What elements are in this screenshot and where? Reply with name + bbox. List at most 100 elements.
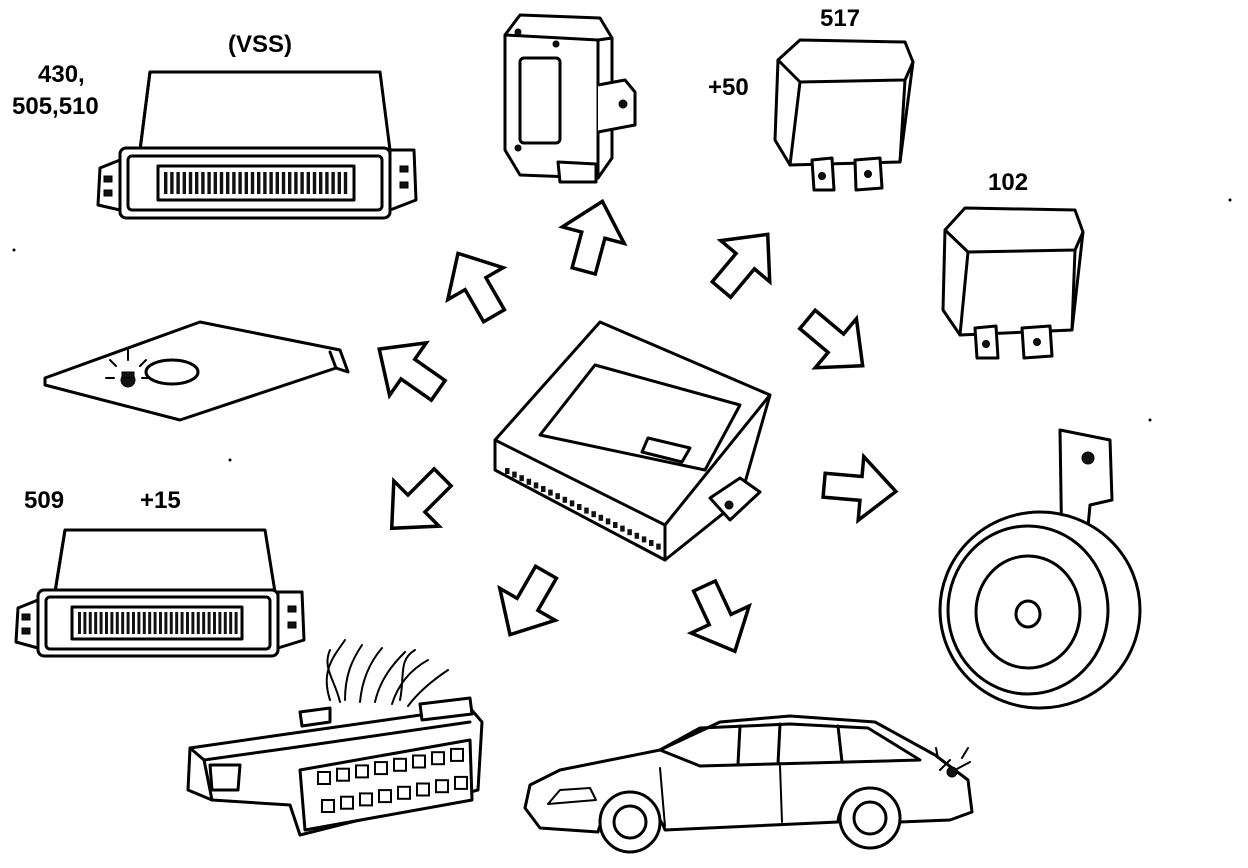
module-pin bbox=[555, 493, 560, 500]
obd-pin bbox=[336, 767, 350, 782]
connector-pin bbox=[182, 172, 187, 194]
ecu-509-terminal: +15 bbox=[140, 487, 181, 514]
relay-517-number: 517 bbox=[820, 5, 860, 32]
connector-pin bbox=[244, 172, 249, 194]
connector-pin bbox=[115, 612, 119, 634]
connector-pin bbox=[337, 172, 342, 194]
connector-pin bbox=[153, 612, 157, 634]
ecu-top-signal-label: (VSS) bbox=[228, 31, 292, 58]
connector-pin bbox=[263, 172, 267, 194]
obd-pin bbox=[454, 775, 468, 790]
module-pin bbox=[533, 482, 539, 489]
connector-pin bbox=[306, 172, 311, 194]
module-pin bbox=[649, 540, 654, 546]
arrow-icon bbox=[445, 251, 508, 325]
obd-pin bbox=[355, 764, 369, 779]
connector-pin bbox=[180, 612, 184, 634]
relay-517-terminal: +50 bbox=[708, 74, 749, 101]
module-pin bbox=[591, 511, 596, 518]
connector-pin bbox=[343, 172, 348, 194]
connector-pin bbox=[126, 612, 130, 634]
module-pin bbox=[541, 486, 546, 492]
connector-pin bbox=[325, 172, 329, 194]
obd-pin bbox=[393, 757, 407, 772]
obd-pin bbox=[359, 792, 373, 807]
obd-pin bbox=[340, 795, 354, 810]
module-pin bbox=[526, 478, 532, 485]
connector-pin bbox=[229, 612, 233, 634]
warning-lamp-panel-icon bbox=[43, 320, 350, 422]
relay-517-icon bbox=[773, 38, 915, 192]
module-pin bbox=[627, 529, 632, 536]
connector-pin bbox=[218, 612, 222, 634]
connector-pin bbox=[207, 612, 211, 634]
connector-pin bbox=[331, 172, 335, 194]
module-pin bbox=[641, 536, 647, 543]
connector-pin bbox=[99, 612, 103, 634]
connector-pin bbox=[137, 612, 141, 634]
connector-pin bbox=[288, 172, 292, 194]
connector-pin bbox=[275, 172, 280, 194]
obd-pin bbox=[317, 771, 331, 785]
obd-pin bbox=[374, 761, 388, 776]
connector-pin bbox=[250, 172, 255, 194]
connector-pin bbox=[196, 612, 200, 634]
connector-pin bbox=[281, 172, 286, 194]
relay-102-icon bbox=[941, 206, 1085, 360]
connector-pin bbox=[142, 612, 146, 634]
connector-pin bbox=[164, 612, 168, 634]
arrow-icon bbox=[686, 578, 752, 654]
obd-pin bbox=[412, 754, 426, 769]
central-control-module-icon bbox=[493, 320, 772, 562]
obd-pin bbox=[450, 747, 464, 762]
connector-pin bbox=[312, 172, 317, 194]
connector-pin bbox=[164, 172, 168, 194]
arrow-icon bbox=[558, 198, 628, 277]
connector-pin bbox=[176, 172, 180, 194]
module-pin bbox=[598, 514, 604, 521]
horn-icon bbox=[938, 428, 1142, 710]
module-pin bbox=[584, 507, 589, 514]
ecu-509-code: 509 bbox=[24, 487, 64, 514]
connector-pin bbox=[223, 612, 227, 634]
module-pin bbox=[634, 532, 640, 539]
connector-pin bbox=[319, 172, 323, 194]
module-pin bbox=[620, 525, 625, 532]
connector-pin bbox=[213, 612, 216, 634]
connector-pin bbox=[186, 612, 189, 634]
module-pin bbox=[548, 489, 553, 496]
arrow-icon bbox=[709, 232, 772, 300]
diagnostic-connector-icon bbox=[186, 639, 484, 837]
module-pin bbox=[613, 522, 618, 528]
obd-pin bbox=[435, 779, 449, 794]
connector-pin bbox=[213, 172, 218, 194]
connector-pin bbox=[88, 612, 92, 634]
arrow-icon bbox=[797, 307, 865, 370]
control-unit-bracket-icon bbox=[503, 13, 637, 184]
connector-pin bbox=[132, 612, 135, 634]
connector-pin bbox=[94, 612, 98, 634]
connector-pin bbox=[294, 172, 298, 194]
arrow-icon bbox=[389, 466, 454, 531]
connector-pin bbox=[148, 612, 152, 634]
connector-pin bbox=[269, 172, 273, 194]
connector-pin bbox=[169, 612, 173, 634]
connector-pin bbox=[188, 172, 193, 194]
connector-pin bbox=[105, 612, 108, 634]
connector-pin bbox=[159, 612, 162, 634]
module-pin bbox=[656, 543, 661, 550]
module-pin bbox=[519, 475, 524, 482]
module-pin bbox=[562, 496, 568, 503]
connector-pin bbox=[232, 172, 236, 194]
connector-pin bbox=[226, 172, 230, 194]
obd-pin bbox=[416, 782, 430, 797]
connector-pin bbox=[121, 612, 125, 634]
module-pin bbox=[512, 471, 517, 478]
relay-102-number: 102 bbox=[988, 169, 1028, 196]
connector-pin bbox=[207, 172, 211, 194]
connector-pin bbox=[234, 612, 238, 634]
connector-pin bbox=[175, 612, 179, 634]
module-pin bbox=[569, 500, 575, 507]
arrow-icon bbox=[377, 340, 448, 403]
obd-pin bbox=[431, 751, 445, 766]
